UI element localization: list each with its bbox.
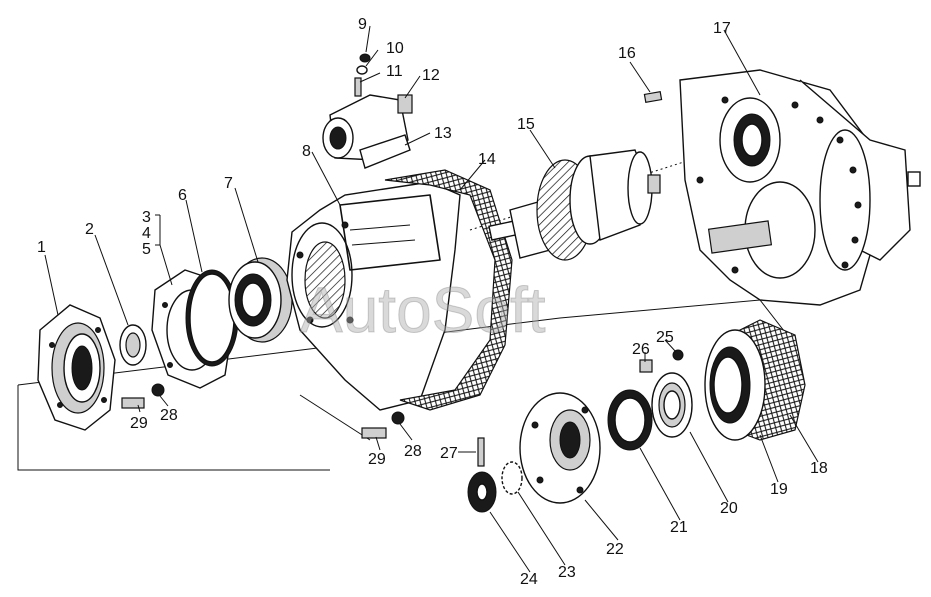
callout-16: 16 [618,45,636,62]
callout-6: 6 [178,187,187,204]
callout-7: 7 [224,175,233,192]
part-14-gasket-ring [384,169,513,411]
callout-29-center: 29 [368,451,386,468]
callout-24: 24 [520,571,538,588]
callout-18: 18 [810,460,828,477]
callout-22: 22 [606,541,624,558]
callout-25: 25 [656,329,674,346]
part-8-housing-front [286,181,461,411]
callout-15: 15 [517,116,535,133]
callout-29-left: 29 [130,415,148,432]
callout-9: 9 [358,16,367,33]
leader-lines [44,25,819,573]
callout-13: 13 [434,125,452,142]
watermark-text: AutoSoft [300,274,546,346]
part-16-pin [643,90,663,104]
callout-8: 8 [302,143,311,160]
part-18-19-rear-cover [704,319,806,441]
callout-12: 12 [422,67,440,84]
part-2-ring [119,324,147,366]
callout-10: 10 [386,40,404,57]
part-20-seal [651,372,693,438]
callout-17: 17 [713,20,731,37]
part-23-washer [501,461,523,495]
part-7-bearing [228,257,293,343]
callout-26: 26 [632,341,650,358]
callout-5: 5 [142,241,151,258]
part-22-output-flange [519,392,601,504]
part-28-29-bolts-left [121,383,165,409]
part-15-gear-shaft [488,149,661,261]
part-17-rear-housing [679,69,921,306]
callout-4: 4 [142,225,151,242]
callout-14: 14 [478,151,496,168]
part-12-13-sensor [322,94,413,169]
part-25-26-bolts [639,349,684,373]
part-27-bolt [477,437,485,467]
callout-27: 27 [440,445,458,462]
callout-23: 23 [558,564,576,581]
callout-20: 20 [720,500,738,517]
part-24-nut [467,471,497,513]
callout-28-left: 28 [160,407,178,424]
callout-1: 1 [37,239,46,256]
callout-28-center: 28 [404,443,422,460]
part-1-end-cover [37,304,116,431]
callout-2: 2 [85,221,94,238]
callout-21: 21 [670,519,688,536]
callout-19: 19 [770,481,788,498]
callout-3: 3 [142,209,151,226]
callout-labels: 1 2 3 4 5 6 7 8 9 10 11 12 13 14 15 16 1… [37,16,828,588]
callout-11: 11 [386,63,403,80]
part-28-29-bolts-center [361,411,405,439]
part-9-11-fasteners [354,53,371,97]
part-21-ring [607,389,653,451]
part-6-gasket [185,269,239,367]
